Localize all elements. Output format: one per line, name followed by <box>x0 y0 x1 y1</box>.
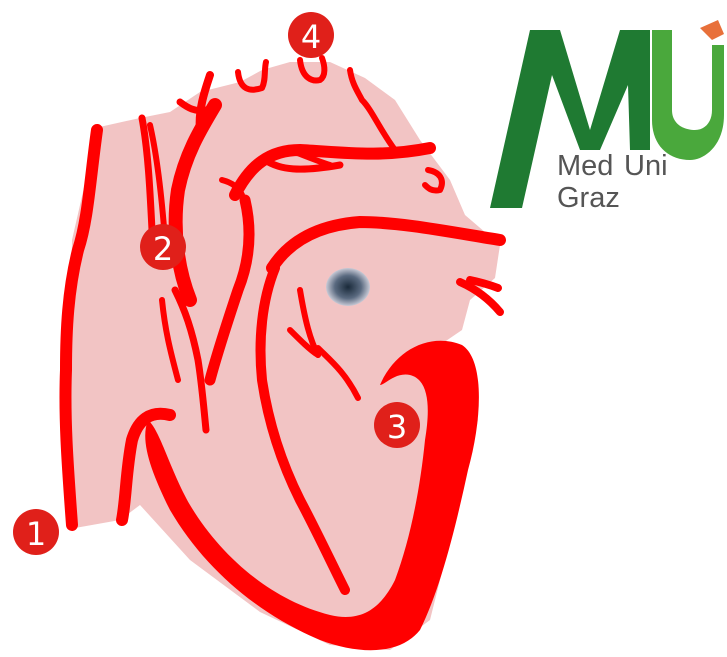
logo-text-med: Med <box>557 150 613 182</box>
marker-label: 3 <box>387 408 407 446</box>
marker-1: 1 <box>13 509 59 555</box>
logo-text-uni: Uni <box>624 150 668 182</box>
meduni-graz-logo: Med Uni Graz <box>490 20 724 214</box>
logo-text-graz: Graz <box>557 182 620 214</box>
logo-accent <box>700 20 724 40</box>
marker-label: 2 <box>153 230 173 268</box>
marker-2: 2 <box>140 224 186 270</box>
marker-label: 1 <box>26 515 46 553</box>
marker-3: 3 <box>374 402 420 448</box>
marker-label: 4 <box>301 18 321 56</box>
marker-4: 4 <box>288 12 334 58</box>
sinus-node-spot <box>326 268 370 306</box>
logo-u-shape <box>652 30 724 160</box>
